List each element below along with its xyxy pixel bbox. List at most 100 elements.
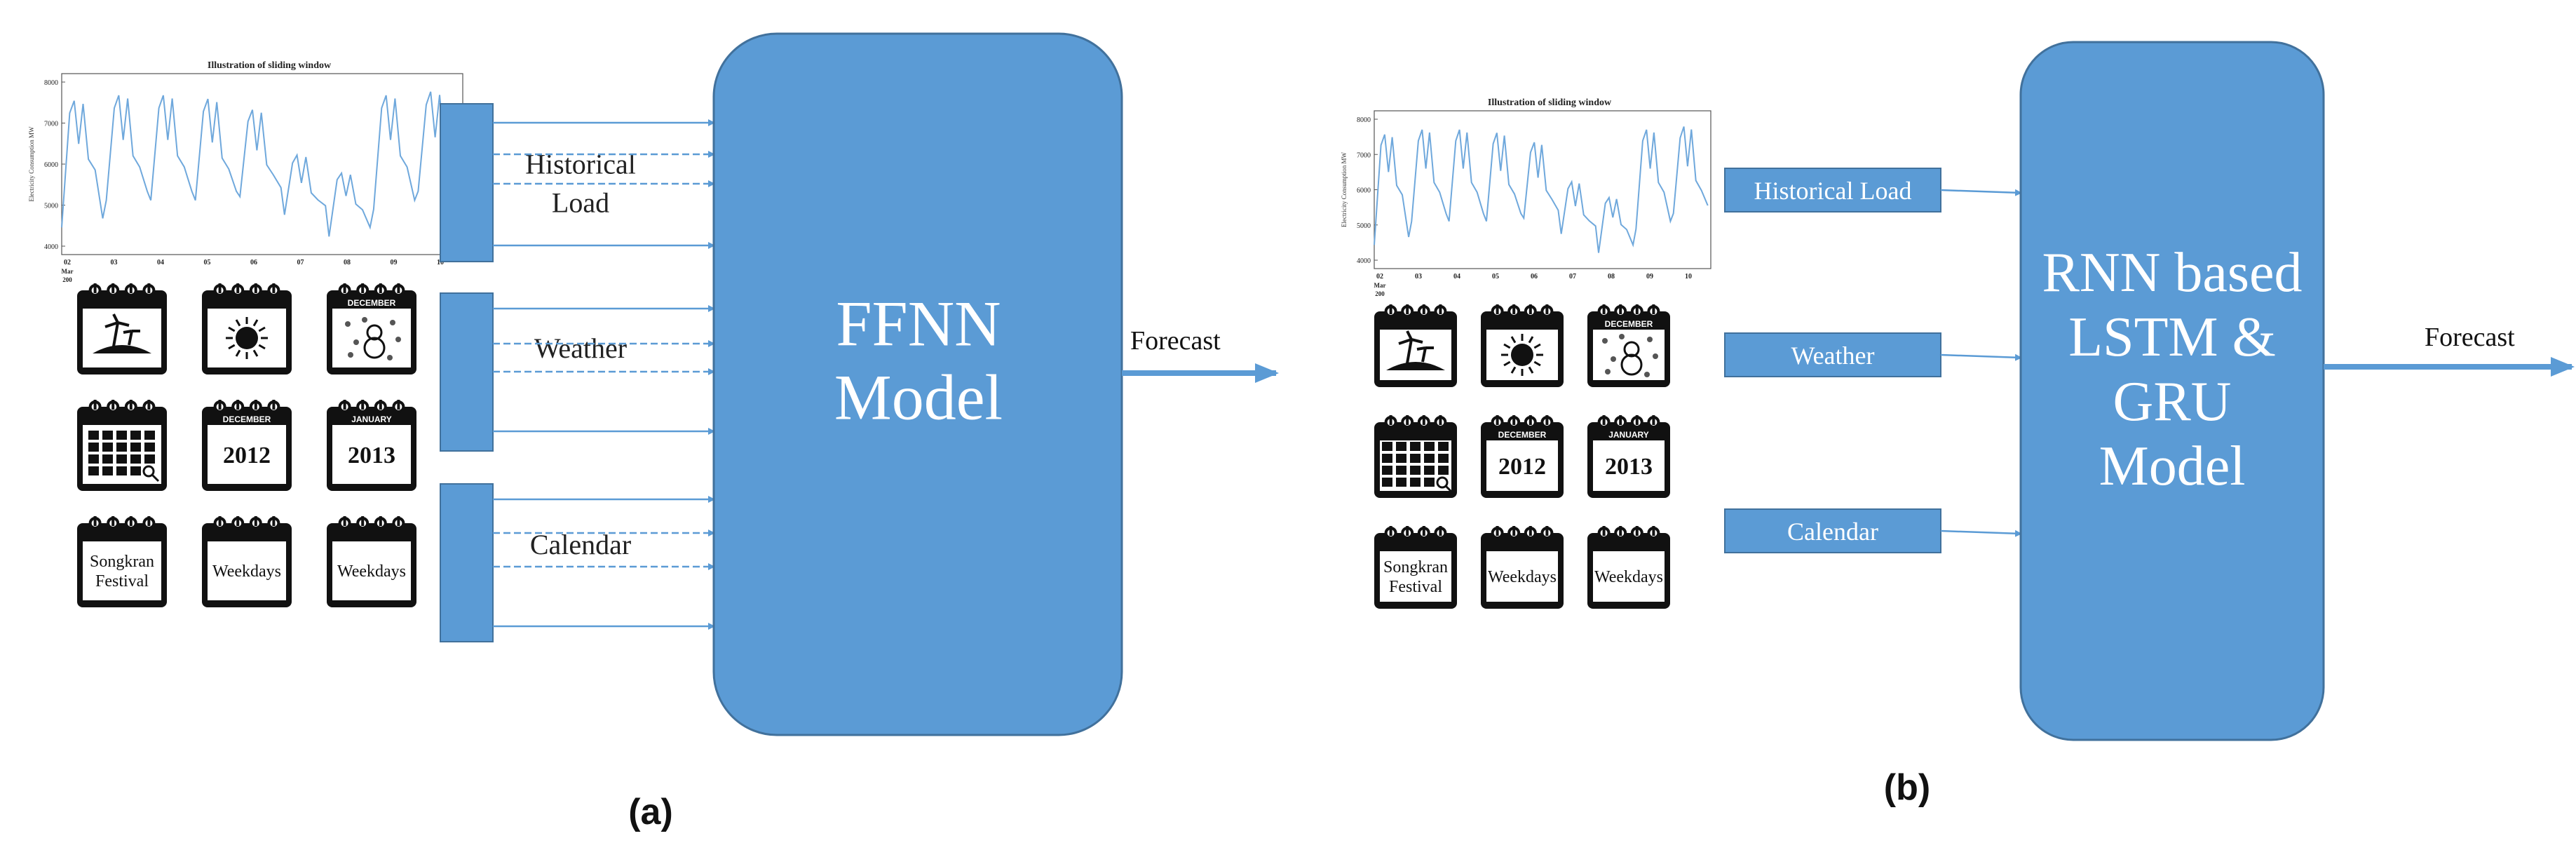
calendar-ring-bar [1602, 526, 1606, 536]
chart-ytick: 8000 [44, 79, 58, 87]
chart-xtick: 02 [1376, 273, 1383, 281]
sun-ray [228, 326, 236, 332]
snowflake-icon [1653, 353, 1658, 359]
panel-b-calendar-icon [1374, 304, 1457, 387]
calendar-ring-bar [1528, 304, 1532, 314]
sun-ray [1533, 360, 1541, 367]
panel-b-calendar-icon: Weekdays [1481, 526, 1564, 609]
sun-icon [1511, 344, 1533, 366]
calendar-text: Weekdays [1594, 568, 1663, 586]
panel-a-calendar-icon [202, 283, 292, 374]
calendar-ring-bar [1602, 304, 1606, 314]
calendar-page [1486, 440, 1558, 491]
panel-a-calendar-icon: Weekdays [202, 516, 292, 607]
calendar-ring-bar [1545, 304, 1549, 314]
snowman-icon [1620, 353, 1643, 376]
palm-icon [1398, 330, 1434, 364]
chart-ytick: 8000 [1357, 116, 1371, 124]
calendar-ring-bar [1635, 526, 1639, 536]
calendar-ring-bar [1422, 526, 1425, 536]
calendar-page [1380, 330, 1451, 380]
snowflake-icon [1644, 372, 1650, 377]
forecast-label: Forecast [1130, 326, 1221, 356]
chart-xtick: 08 [1608, 273, 1615, 281]
calendar-cell [102, 466, 113, 475]
calendar-ring-bar [254, 283, 257, 293]
chart-ytick: 5000 [44, 203, 58, 210]
calendar-cell [102, 443, 113, 452]
chart-title: Illustration of sliding window [208, 60, 332, 71]
input-arrow [1940, 353, 2022, 361]
input-arrow [1940, 529, 2022, 537]
calendar-cell [1396, 454, 1406, 463]
calendar-ring-bar [1652, 304, 1655, 314]
snowflake-icon [1611, 356, 1616, 362]
calendar-ring-bar [272, 516, 276, 526]
magnifier-handle [1444, 485, 1453, 494]
calendar-cell [1410, 466, 1421, 475]
sun-ray [252, 319, 259, 327]
chart-ytick: 4000 [1357, 257, 1371, 265]
calendar-ring-bar [361, 400, 365, 410]
calendar-ring-bar [93, 283, 97, 293]
calendar-ring-bar [1619, 415, 1622, 425]
calendar-ring-bar [1619, 526, 1622, 536]
calendar-ring-bar [111, 516, 115, 526]
calendar-ring-bar [93, 516, 97, 526]
calendar-ring-bar [147, 283, 151, 293]
chart-xtick: 03 [1415, 273, 1422, 281]
calendar-ring-bar [1528, 526, 1532, 536]
sun-ray [258, 326, 266, 332]
chart-ytick: 6000 [1357, 187, 1371, 195]
sun-ray [1533, 343, 1541, 349]
chart-ytick: 7000 [44, 121, 58, 128]
calendar-ring-bar [147, 516, 151, 526]
calendar-cell [1382, 478, 1392, 487]
calendar-ring-bar [1496, 304, 1499, 314]
calendar-ring-bar [129, 400, 133, 410]
calendar-month: DECEMBER [1605, 319, 1653, 329]
forecast-label: Forecast [2425, 323, 2515, 352]
panel-b-calendar-icon [1481, 304, 1564, 387]
sliding-window-chart: Illustration of sliding windowElectricit… [1341, 97, 1711, 297]
magnifier-handle [151, 473, 160, 483]
calendar-cell [1438, 442, 1449, 451]
panel-b-calendar-icon: Weekdays [1587, 526, 1670, 609]
calendar-ring-bar [1406, 526, 1409, 536]
ffnn-model-box [712, 32, 1123, 736]
calendar-ring-bar [254, 400, 257, 410]
snowman-head [1623, 341, 1640, 358]
chart-ytick: 6000 [44, 161, 58, 169]
chart-xtick: 05 [204, 259, 211, 266]
calendar-ring-bar [236, 283, 240, 293]
calendar-cell [1410, 478, 1421, 487]
calendar-ring-bar [1545, 415, 1549, 425]
panel-label-b: (b) [1884, 767, 1930, 808]
calendar-cell [1382, 442, 1392, 451]
chart-xtick: 05 [1492, 273, 1499, 281]
snowflake-icon [353, 339, 359, 345]
chart-xtick: 10 [437, 259, 444, 266]
calendar-page [208, 425, 286, 484]
calendar-cell [116, 431, 127, 440]
snowflake-icon [1647, 337, 1653, 342]
calendar-ring-bar [1422, 415, 1425, 425]
calendar-ring-bar [236, 400, 240, 410]
calendar-year: 2012 [223, 443, 271, 468]
calendar-ring-bar [397, 400, 400, 410]
calendar-cell [1396, 442, 1406, 451]
chart-xtick: 06 [250, 259, 257, 266]
panel-a-calendar-icon: Weekdays [327, 516, 416, 607]
calendar-cell [144, 431, 155, 440]
snowflake-icon [362, 317, 367, 323]
sun-ray [252, 349, 259, 357]
calendar-cell [1438, 454, 1449, 463]
calendar-ring-bar [218, 283, 222, 293]
calendar-cell [1424, 466, 1435, 475]
